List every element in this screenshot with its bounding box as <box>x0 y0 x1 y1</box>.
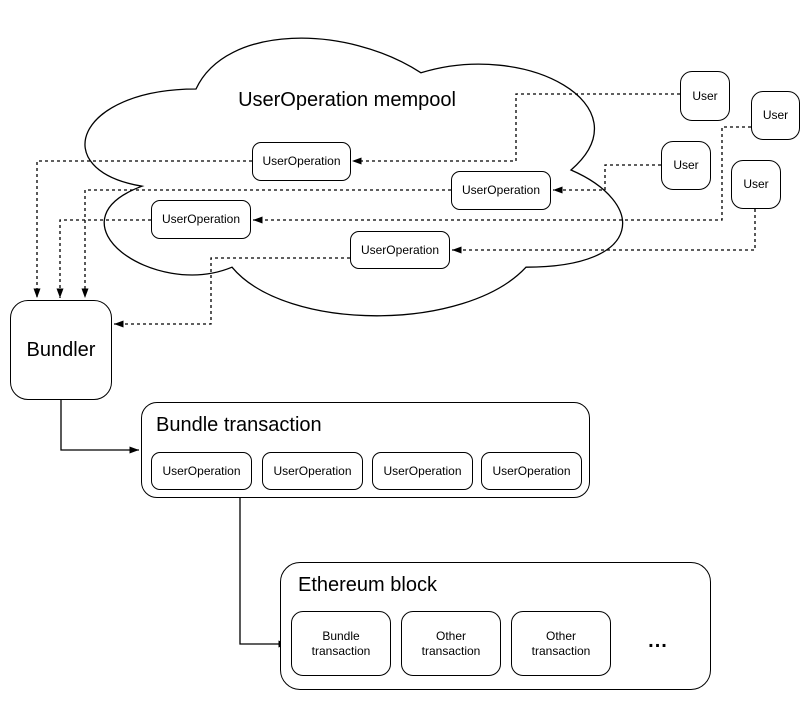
bundle-transaction-container: Bundle transaction UserOperation UserOpe… <box>141 402 590 498</box>
edge-user4-to-userop3 <box>452 209 756 254</box>
bundler-label: Bundler <box>26 339 96 361</box>
ellipsis-label: ... <box>648 629 668 652</box>
user-label: User <box>673 158 699 172</box>
user-box-1: User <box>680 71 730 121</box>
bundle-userop-label: UserOperation <box>383 463 462 478</box>
ethereum-block-container: Ethereum block Bundle transaction Other … <box>280 562 711 690</box>
ethereum-tx-box-2: Other transaction <box>401 611 501 676</box>
mempool-userop-box-1: UserOperation <box>252 142 351 181</box>
mempool-cloud <box>84 37 624 317</box>
edge-bundler-to-bundle-transaction <box>60 400 139 454</box>
user-box-4: User <box>731 160 781 209</box>
bundle-userop-label: UserOperation <box>273 463 352 478</box>
mempool-userop-label: UserOperation <box>262 154 341 168</box>
ethereum-tx-box-1: Bundle transaction <box>291 611 391 676</box>
ethereum-tx-label: Other transaction <box>531 628 591 658</box>
mempool-userop-label: UserOperation <box>360 242 440 257</box>
mempool-userop-label: UserOperation <box>161 212 241 226</box>
edge-userop1-to-bundler <box>33 160 252 298</box>
bundle-userop-label: UserOperation <box>162 463 241 478</box>
mempool-userop-box-2: UserOperation <box>151 200 251 239</box>
bundle-userop-box-1: UserOperation <box>151 452 252 490</box>
ethereum-tx-label: Bundle transaction <box>311 628 371 658</box>
user-label: User <box>692 88 718 103</box>
mempool-userop-label: UserOperation <box>461 183 541 197</box>
bundle-userop-box-4: UserOperation <box>481 452 582 490</box>
edge-bundle-transaction-to-ethereum-block <box>239 498 288 648</box>
bundle-transaction-title: Bundle transaction <box>156 414 322 436</box>
edge-userop2-to-bundler <box>56 219 151 298</box>
mempool-userop-box-3: UserOperation <box>350 231 450 269</box>
bundle-userop-box-3: UserOperation <box>372 452 473 490</box>
mempool-cloud-title: UserOperation mempool <box>238 89 456 111</box>
edge-userop4-to-bundler <box>81 189 451 298</box>
user-label: User <box>762 108 789 122</box>
user-label: User <box>743 177 769 191</box>
ethereum-tx-label: Other transaction <box>421 628 481 658</box>
user-box-3: User <box>661 141 711 190</box>
edge-user2-to-userop2 <box>253 126 751 224</box>
edge-userop3-to-bundler <box>114 257 350 328</box>
ethereum-tx-box-3: Other transaction <box>511 611 611 676</box>
mempool-userop-box-4: UserOperation <box>451 171 551 210</box>
user-box-2: User <box>751 91 800 140</box>
edge-user1-to-userop1 <box>352 93 680 165</box>
bundle-userop-box-2: UserOperation <box>262 452 363 490</box>
bundle-userop-label: UserOperation <box>492 463 571 478</box>
bundler-box: Bundler <box>10 300 112 400</box>
edge-user3-to-userop4 <box>553 164 661 194</box>
ethereum-block-title: Ethereum block <box>298 574 437 596</box>
